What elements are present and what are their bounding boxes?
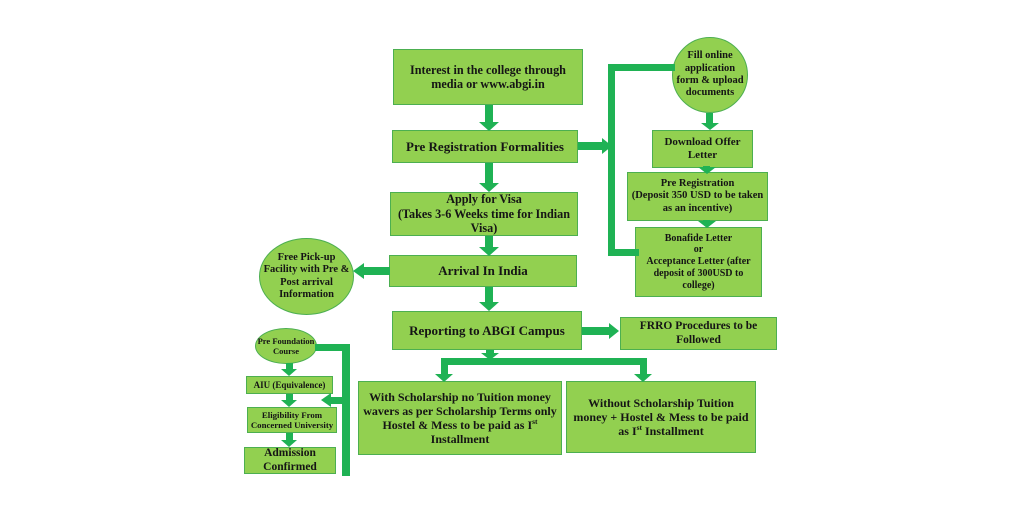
pre-registration-deposit-line2: (Deposit 350 USD to be taken as an incen… (631, 190, 764, 214)
without-scholarship-sup: st (636, 423, 643, 433)
arrow-reporting-to-frro-shaft (582, 327, 611, 335)
node-aiu-equivalence-label: AIU (Equivalence) (253, 379, 326, 390)
arrow-reporting-to-split-shaft (486, 350, 494, 354)
arrow-split-to-without-scholarship-head (634, 374, 652, 382)
node-free-pickup: Free Pick-up Facility with Pre & Post ar… (259, 238, 354, 315)
arrow-bracket-to-chain-head (321, 393, 331, 407)
arrow-arrival-to-reporting-head (479, 302, 499, 311)
node-pre-registration-deposit: Pre Registration (Deposit 350 USD to be … (627, 172, 768, 221)
arrow-arrival-to-pickup-head (353, 263, 364, 279)
left-bracket-vertical (342, 344, 350, 476)
arrow-eligibility-to-admission-head (281, 440, 297, 447)
node-reporting-abgi-campus-label: Reporting to ABGI Campus (409, 322, 565, 338)
arrow-visa-to-arrival-head (479, 247, 499, 256)
apply-visa-line1: Apply for Visa (446, 192, 522, 207)
arrow-visa-to-arrival-shaft (485, 236, 493, 248)
arrow-prereg-to-visa-shaft (485, 163, 493, 184)
arrow-deposit-to-bonafide-head (698, 221, 716, 228)
node-eligibility: Eligibility From Concerned University (247, 407, 337, 433)
without-scholarship-text2: Installment (642, 424, 704, 439)
arrow-circle-to-download-shaft (706, 113, 713, 124)
arrow-split-to-with-scholarship-shaft (441, 365, 448, 375)
right-bracket-top-horizontal (613, 64, 675, 71)
arrow-reporting-to-split-head (481, 353, 499, 360)
node-apply-for-visa: Apply for Visa (Takes 3-6 Weeks time for… (390, 192, 578, 236)
node-reporting-abgi-campus: Reporting to ABGI Campus (392, 311, 582, 350)
node-pre-registration-formalities-label: Pre Registration Formalities (406, 138, 564, 154)
arrow-download-to-deposit-head (698, 167, 716, 174)
with-scholarship-text: With Scholarship no Tuition money wavers… (363, 389, 557, 432)
node-admission-confirmed-label: Admission Confirmed (263, 446, 317, 473)
node-pre-registration-formalities: Pre Registration Formalities (392, 130, 578, 163)
node-interest-label: Interest in the college through media or… (410, 62, 566, 91)
without-scholarship-text: Without Scholarship Tuition money + Host… (573, 395, 749, 439)
left-bracket-top-horizontal (315, 344, 343, 351)
bonafide-line3: Acceptance Letter (after deposit of 300U… (646, 256, 751, 291)
bonafide-line2: or (693, 244, 704, 256)
node-bonafide-letter: Bonafide Letter or Acceptance Letter (af… (635, 227, 762, 297)
with-scholarship-text2: Installment (430, 432, 490, 447)
arrow-arrival-to-reporting-shaft (485, 287, 493, 303)
node-admission-confirmed: Admission Confirmed (244, 447, 336, 474)
node-free-pickup-label: Free Pick-up Facility with Pre & Post ar… (263, 251, 350, 300)
arrow-arrival-to-pickup-shaft (364, 267, 390, 275)
pre-registration-deposit-line1: Pre Registration (660, 177, 735, 189)
node-fill-online-application-label: Fill online application form & upload do… (676, 50, 744, 99)
arrow-interest-to-prereg-head (479, 122, 499, 131)
node-pre-foundation-course-label: Pre Foundation Course (257, 335, 315, 356)
split-bar (441, 358, 647, 365)
right-bracket-bottom-horizontal (613, 249, 639, 256)
node-fill-online-application: Fill online application form & upload do… (672, 37, 748, 113)
node-arrival-in-india-label: Arrival In India (438, 263, 528, 279)
node-without-scholarship: Without Scholarship Tuition money + Host… (566, 381, 756, 453)
arrow-prereg-to-bracket-head (602, 138, 612, 154)
arrow-prereg-to-bracket-shaft (578, 142, 604, 150)
right-bracket-vertical (608, 64, 615, 256)
arrow-eligibility-to-admission-shaft (286, 433, 293, 441)
arrow-split-to-with-scholarship-head (435, 374, 453, 382)
with-scholarship-sup: st (532, 417, 538, 426)
node-pre-foundation-course: Pre Foundation Course (255, 328, 317, 364)
eligibility-line2: Concerned University (250, 420, 334, 430)
arrow-prereg-to-visa-head (479, 183, 499, 192)
node-aiu-equivalence: AIU (Equivalence) (246, 376, 333, 394)
node-download-offer-letter-label: Download Offer Letter (664, 136, 741, 161)
arrow-bracket-to-chain-shaft (331, 397, 342, 404)
eligibility-line1: Eligibility From (261, 409, 323, 420)
node-with-scholarship: With Scholarship no Tuition money wavers… (358, 381, 562, 455)
arrow-aiu-to-eligibility-head (281, 400, 297, 407)
apply-visa-line2: (Takes 3-6 Weeks time for Indian Visa) (397, 206, 571, 236)
arrow-aiu-to-eligibility-shaft (286, 394, 293, 401)
node-interest: Interest in the college through media or… (393, 49, 583, 105)
arrow-foundation-to-aiu-head (281, 369, 297, 376)
node-arrival-in-india: Arrival In India (389, 255, 577, 287)
arrow-circle-to-download-head (701, 123, 719, 130)
arrow-interest-to-prereg-shaft (485, 105, 493, 123)
bonafide-line1: Bonafide Letter (664, 232, 733, 244)
node-frro: FRRO Procedures to be Followed (620, 317, 777, 350)
node-frro-label: FRRO Procedures to be Followed (639, 319, 758, 346)
arrow-foundation-to-aiu-shaft (286, 363, 293, 370)
arrow-reporting-to-frro-head (609, 323, 619, 339)
arrow-split-to-without-scholarship-shaft (640, 365, 647, 375)
node-download-offer-letter: Download Offer Letter (652, 130, 753, 168)
